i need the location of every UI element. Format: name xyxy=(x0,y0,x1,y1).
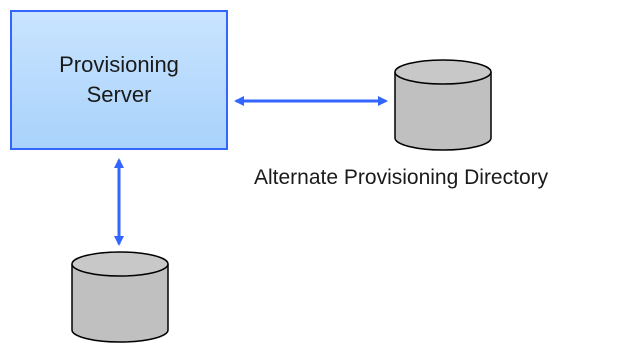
alternate-directory-database-icon xyxy=(394,59,492,151)
alternate-directory-label: Alternate Provisioning Directory xyxy=(254,166,549,189)
provisioning-server-box: Provisioning Server xyxy=(10,10,228,150)
provisioning-server-label: Provisioning Server xyxy=(59,52,179,107)
primary-directory-database-icon xyxy=(71,251,169,343)
